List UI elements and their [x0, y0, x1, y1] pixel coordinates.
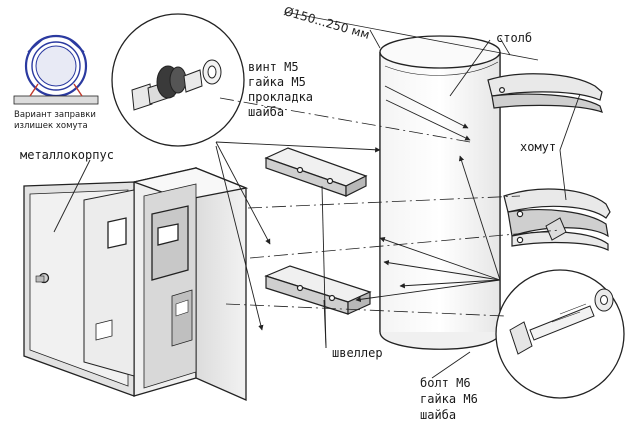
bolt-hw-line-1: болт М6	[420, 376, 471, 390]
channel-upper	[264, 147, 368, 197]
screw-hw-line-2: гайка М5	[248, 75, 306, 89]
screw-hw-line-4: шайба	[248, 105, 285, 119]
clamp-small-lower	[545, 217, 567, 241]
diameter-dimension	[284, 11, 539, 61]
channel-label: швеллер	[332, 346, 383, 360]
pole	[379, 35, 501, 350]
bolt-detail-circle	[495, 269, 625, 399]
variant-caption-line-2: излишек хомута	[14, 121, 88, 131]
bolt-hw-line-2: гайка М6	[420, 392, 478, 406]
clamp-upper	[487, 73, 603, 113]
screw-detail-circle	[111, 13, 245, 147]
cabinet	[23, 167, 249, 401]
clamp-label: хомут	[520, 140, 557, 154]
screw-hw-line-1: винт М5	[248, 60, 299, 74]
channel-lower	[264, 265, 372, 315]
assembly-axis-lines	[219, 97, 561, 317]
screw-hw-line-3: прокладка	[248, 90, 314, 104]
leader-arrows	[53, 39, 581, 379]
variant-caption-line-1: Вариант заправки	[14, 110, 96, 120]
bolt-hw-line-3: шайба	[420, 408, 457, 422]
pole-label: столб	[496, 31, 533, 45]
clamp-variant-inset	[10, 10, 104, 108]
housing-label: металлокорпус	[20, 148, 114, 162]
